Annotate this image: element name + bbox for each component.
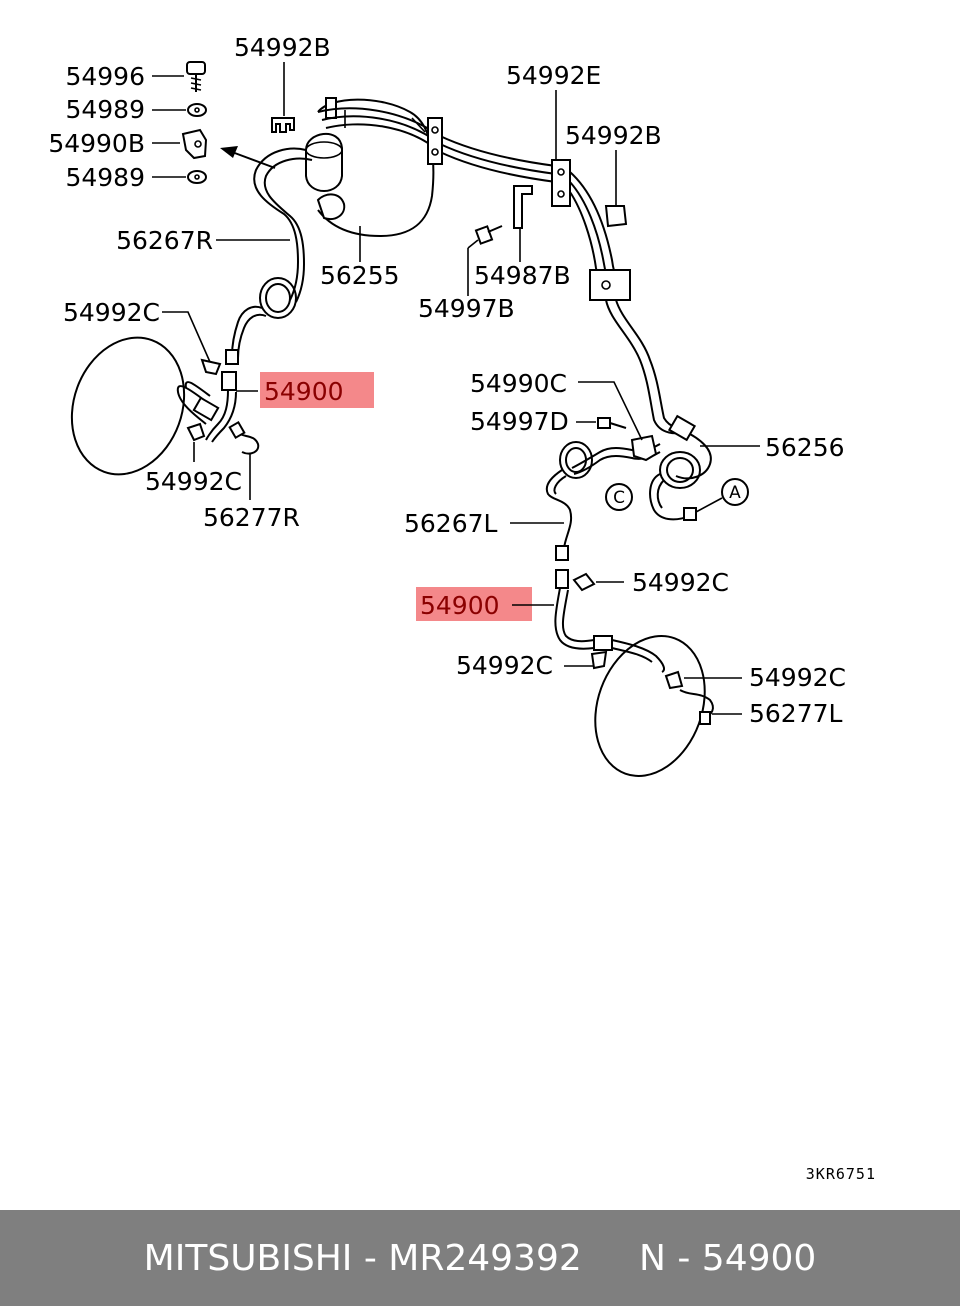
label-54992C-right-mid: 54992C <box>456 651 553 680</box>
tube-56277L-icon <box>679 689 714 725</box>
label-56256: 56256 <box>765 433 845 462</box>
clip-54992C-right-mid-icon <box>590 650 608 670</box>
label-54992C-right-side: 54992C <box>749 663 846 692</box>
highlight-box-left <box>260 372 374 408</box>
clip-54992C-right-side-icon <box>664 670 684 690</box>
diagram-ref-code: 3KR6751 <box>806 1165 876 1183</box>
brake-lines-main-icon <box>317 107 691 435</box>
bolt-54997B-icon <box>474 225 503 245</box>
highlight-box-right <box>416 587 532 621</box>
label-54997D: 54997D <box>470 407 569 436</box>
label-56255: 56255 <box>320 261 400 290</box>
clip-54992B-top-icon <box>271 117 295 133</box>
footer-text: MITSUBISHI - MR249392 N - 54900 <box>143 1237 817 1279</box>
bolt-54996-icon <box>186 61 206 92</box>
label-56277L: 56277L <box>749 699 843 728</box>
marker-circle-C <box>605 483 633 511</box>
marker-circle-A <box>721 478 749 506</box>
brake-line-56267R-icon <box>225 147 346 365</box>
tube-56277R-icon <box>228 420 260 455</box>
label-54992C-right-top: 54992C <box>632 568 729 597</box>
clip-54992C-left-bottom-icon <box>186 422 206 442</box>
bracket-54990B-icon <box>181 128 208 160</box>
label-56277R: 56277R <box>203 503 300 532</box>
label-54989-top: 54989 <box>65 95 145 124</box>
label-54992B-right: 54992B <box>565 121 662 150</box>
footer-bar: MITSUBISHI - MR249392 N - 54900 <box>0 1210 960 1306</box>
label-54992E: 54992E <box>506 61 601 90</box>
label-54992B-top: 54992B <box>234 33 331 62</box>
label-56267R: 56267R <box>116 226 213 255</box>
washer-54989-bottom-icon <box>187 170 207 184</box>
label-54992C-left-bottom: 54992C <box>145 467 242 496</box>
circle-A-label: A <box>729 483 741 503</box>
brake-hose-54900-right-icon <box>554 569 665 673</box>
brake-line-diagram: A C 54996 54989 54990B 54989 54992B 5626… <box>48 33 876 1183</box>
label-54990B: 54990B <box>48 129 145 158</box>
label-54992C-left-top: 54992C <box>63 298 160 327</box>
bolt-54997D-icon <box>597 417 627 429</box>
clip-54992C-right-top-icon <box>572 572 596 592</box>
clip-54992B-right-icon <box>604 205 628 228</box>
brake-line-56256-icon <box>571 414 712 521</box>
brake-line-56267L-icon <box>545 441 593 561</box>
brake-hose-54900-left-icon <box>176 371 237 443</box>
circle-C-label: C <box>613 488 625 508</box>
label-54987B: 54987B <box>474 261 571 290</box>
label-56267L: 56267L <box>404 509 498 538</box>
bracket-54987B-icon <box>513 185 533 229</box>
label-54989-bottom: 54989 <box>65 163 145 192</box>
label-54997B: 54997B <box>418 294 515 323</box>
direction-arrow-icon <box>220 146 276 169</box>
label-54900-left: 54900 <box>264 377 344 406</box>
washer-54989-top-icon <box>187 103 207 117</box>
wheel-hub-left-icon <box>70 336 186 476</box>
wheel-hub-right-icon <box>594 635 706 777</box>
label-54996: 54996 <box>65 62 145 91</box>
clip-54992C-left-top-icon <box>200 358 222 376</box>
label-54990C: 54990C <box>470 369 567 398</box>
label-54900-right: 54900 <box>420 591 500 620</box>
bracket-54990C-icon <box>630 434 658 462</box>
